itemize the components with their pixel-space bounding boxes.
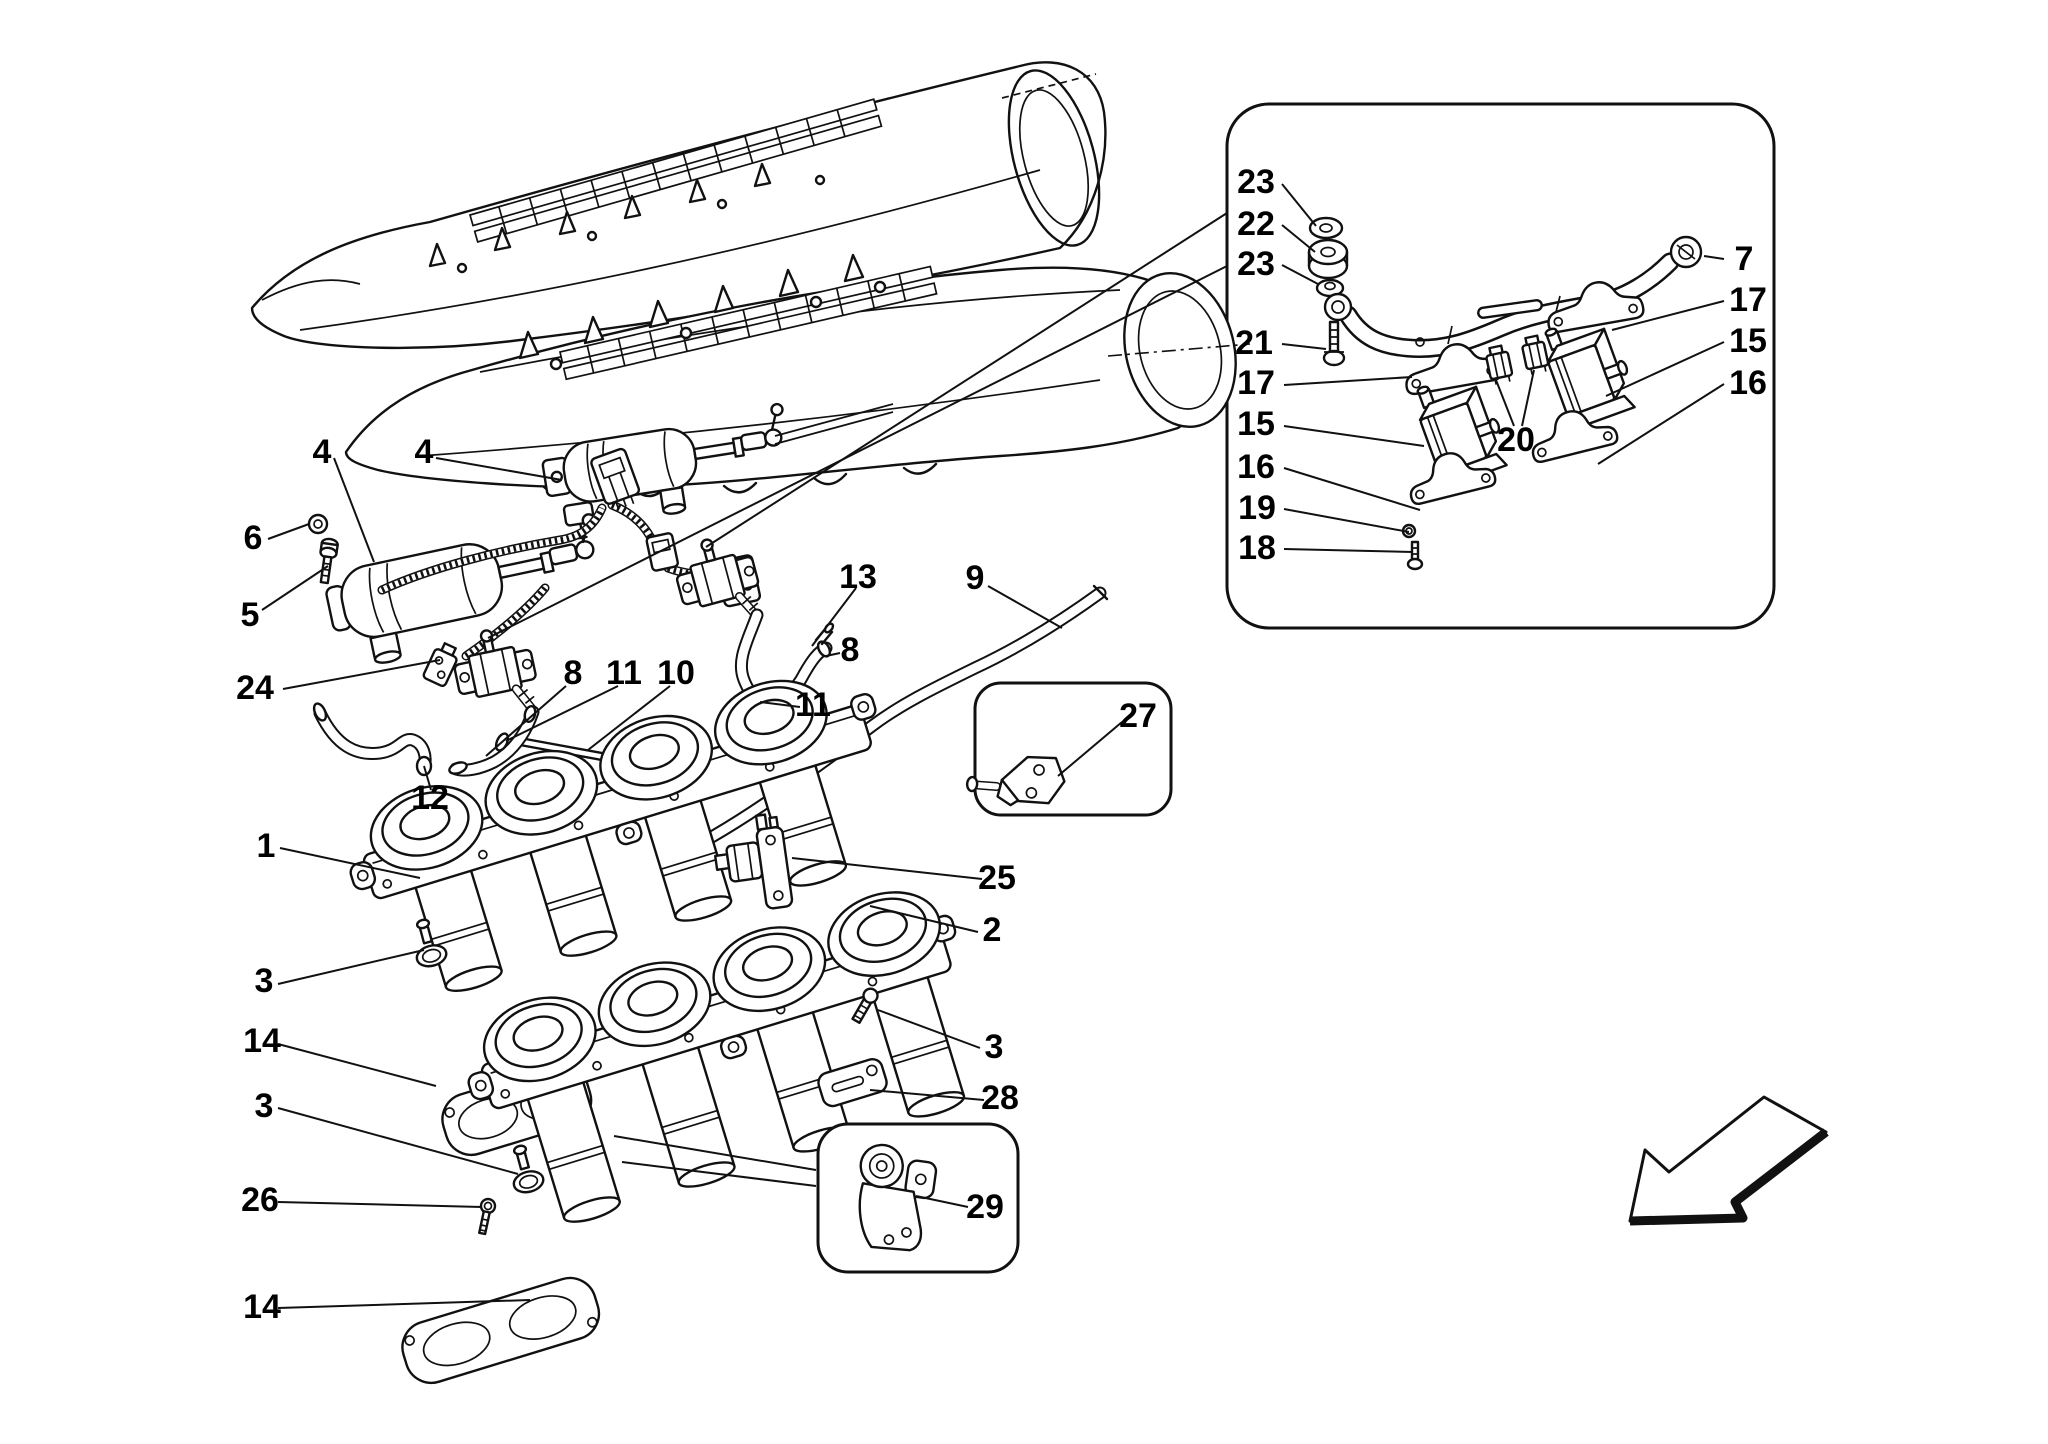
callout-23: 23 [1237,245,1275,283]
callout-12: 12 [411,779,449,817]
rear-seam-details [428,162,826,274]
detail-box-29 [816,1122,1020,1274]
callout-27: 27 [1119,697,1157,735]
callout-21: 21 [1235,324,1273,362]
callout-3: 3 [255,1087,274,1125]
callout-23: 23 [1237,163,1275,201]
callout-11: 11 [606,654,642,692]
screw-18 [1406,540,1424,571]
connector-main [590,447,641,510]
hose-12 [312,702,433,777]
bolt-26 [478,1197,497,1236]
callout-26: 26 [241,1181,279,1219]
rib-strip-rear [468,98,883,243]
callout-28: 28 [981,1079,1019,1117]
hose-8-left [448,704,540,777]
clamp-16-left [1409,452,1497,505]
callout-15: 15 [1237,405,1275,443]
leader-lines [261,183,1725,1309]
callout-2: 2 [983,911,1002,949]
callout-22: 22 [1237,205,1275,243]
callout-1: 1 [257,827,276,865]
direction-arrow [1628,1095,1829,1226]
inset-box-contents [1307,216,1703,571]
support-bracket-7 [1323,235,1703,358]
clamp-3-row2 [512,1144,545,1194]
air-actuator-left [325,513,596,664]
intake-trumpets-row2 [482,891,942,1083]
clamp-17-right [1547,281,1645,334]
callout-16: 16 [1729,364,1767,402]
box-link-line-lower [487,265,1228,639]
intake-plenum-front [344,253,1206,498]
throttle-linkage-rod [774,403,894,445]
callout-13: 13 [839,558,877,596]
callout-24: 24 [236,669,274,707]
callout-10: 10 [657,654,695,692]
bracket-28 [817,1057,888,1108]
callout-8: 8 [564,654,583,692]
callout-3: 3 [255,962,274,1000]
screw-5 [319,537,339,585]
sensor-bracket-25 [714,813,794,910]
clamp-16-right [1531,410,1619,463]
callout-25: 25 [978,859,1016,897]
connector-small [645,532,679,572]
box-link-line-upper [705,212,1228,548]
callout-14: 14 [243,1288,281,1326]
callout-8: 8 [841,631,860,669]
hose-9 [658,584,1109,869]
bolt-3-right [851,987,879,1024]
callout-4: 4 [415,433,434,471]
clip-20-right [1521,334,1550,375]
screw-21 [1322,320,1346,367]
box29-link-line-upper [613,1135,817,1171]
callout-15: 15 [1729,322,1767,360]
callout-4: 4 [313,433,332,471]
nut-6 [307,513,329,535]
rib-strip-front [558,265,938,381]
callout-16: 16 [1237,448,1275,486]
callout-19: 19 [1238,489,1276,527]
solenoid-valve-upper [675,538,762,622]
solenoid-valve-lower [453,629,538,715]
callout-11: 11 [795,686,831,724]
callout-17: 17 [1237,364,1275,402]
bracket-29 [858,1143,938,1252]
front-seam-details [518,253,887,371]
gasket-14-lower [401,1276,601,1385]
callout-14: 14 [243,1022,281,1060]
callout-29: 29 [966,1188,1004,1226]
solenoid-15-left [1416,385,1508,484]
solenoid-15-right [1544,327,1636,426]
connector-24 [422,642,458,688]
clamp-3-row1 [415,918,448,968]
callout-20: 20 [1497,421,1535,459]
callout-9: 9 [966,559,985,597]
plenum-end-cap [1107,271,1251,429]
clip-20-left [1485,344,1514,385]
callout-7: 7 [1735,240,1754,278]
box29-link-line-lower [621,1161,817,1187]
intake-trumpets-row1 [369,679,828,871]
bracket-27 [965,755,1066,807]
callout-5: 5 [241,596,260,634]
callout-17: 17 [1729,281,1767,319]
callout-3: 3 [985,1028,1004,1066]
detail-box-27 [965,681,1173,817]
callout-6: 6 [244,519,263,557]
barrels-row2 [526,974,966,1223]
throttle-body-assembly-2 [467,891,966,1223]
callout-18: 18 [1238,529,1276,567]
